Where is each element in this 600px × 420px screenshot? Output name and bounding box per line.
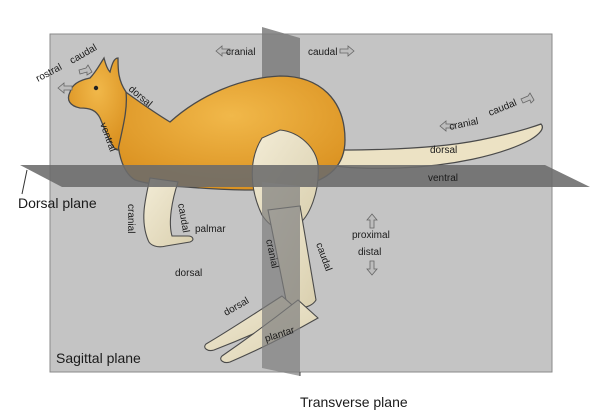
label-dorsal-paw: dorsal [175, 268, 202, 279]
dorsal-plane [20, 165, 590, 187]
kangaroo-eye [93, 85, 99, 91]
label-palmar: palmar [195, 224, 226, 235]
transverse-plane-lower [262, 182, 300, 376]
label-dorsal-plane: Dorsal plane [18, 195, 97, 211]
arrow-icon [57, 45, 535, 276]
label-dorsal-tail: dorsal [430, 145, 457, 156]
label-sagittal-plane: Sagittal plane [56, 350, 141, 366]
label-cranial-forelimb: cranial [125, 204, 136, 233]
label-proximal: proximal [352, 230, 390, 241]
label-ventral-tail: ventral [428, 173, 458, 184]
label-distal: distal [358, 247, 381, 258]
label-caudal-forelimb: caudal [175, 203, 191, 234]
dorsal-plane-leader [21, 169, 28, 195]
kangaroo-head [67, 56, 128, 151]
kangaroo-forelimb [143, 177, 194, 248]
label-caudal-top: caudal [308, 47, 337, 58]
label-transverse-plane: Transverse plane [300, 394, 408, 410]
label-cranial-top: cranial [226, 47, 255, 58]
